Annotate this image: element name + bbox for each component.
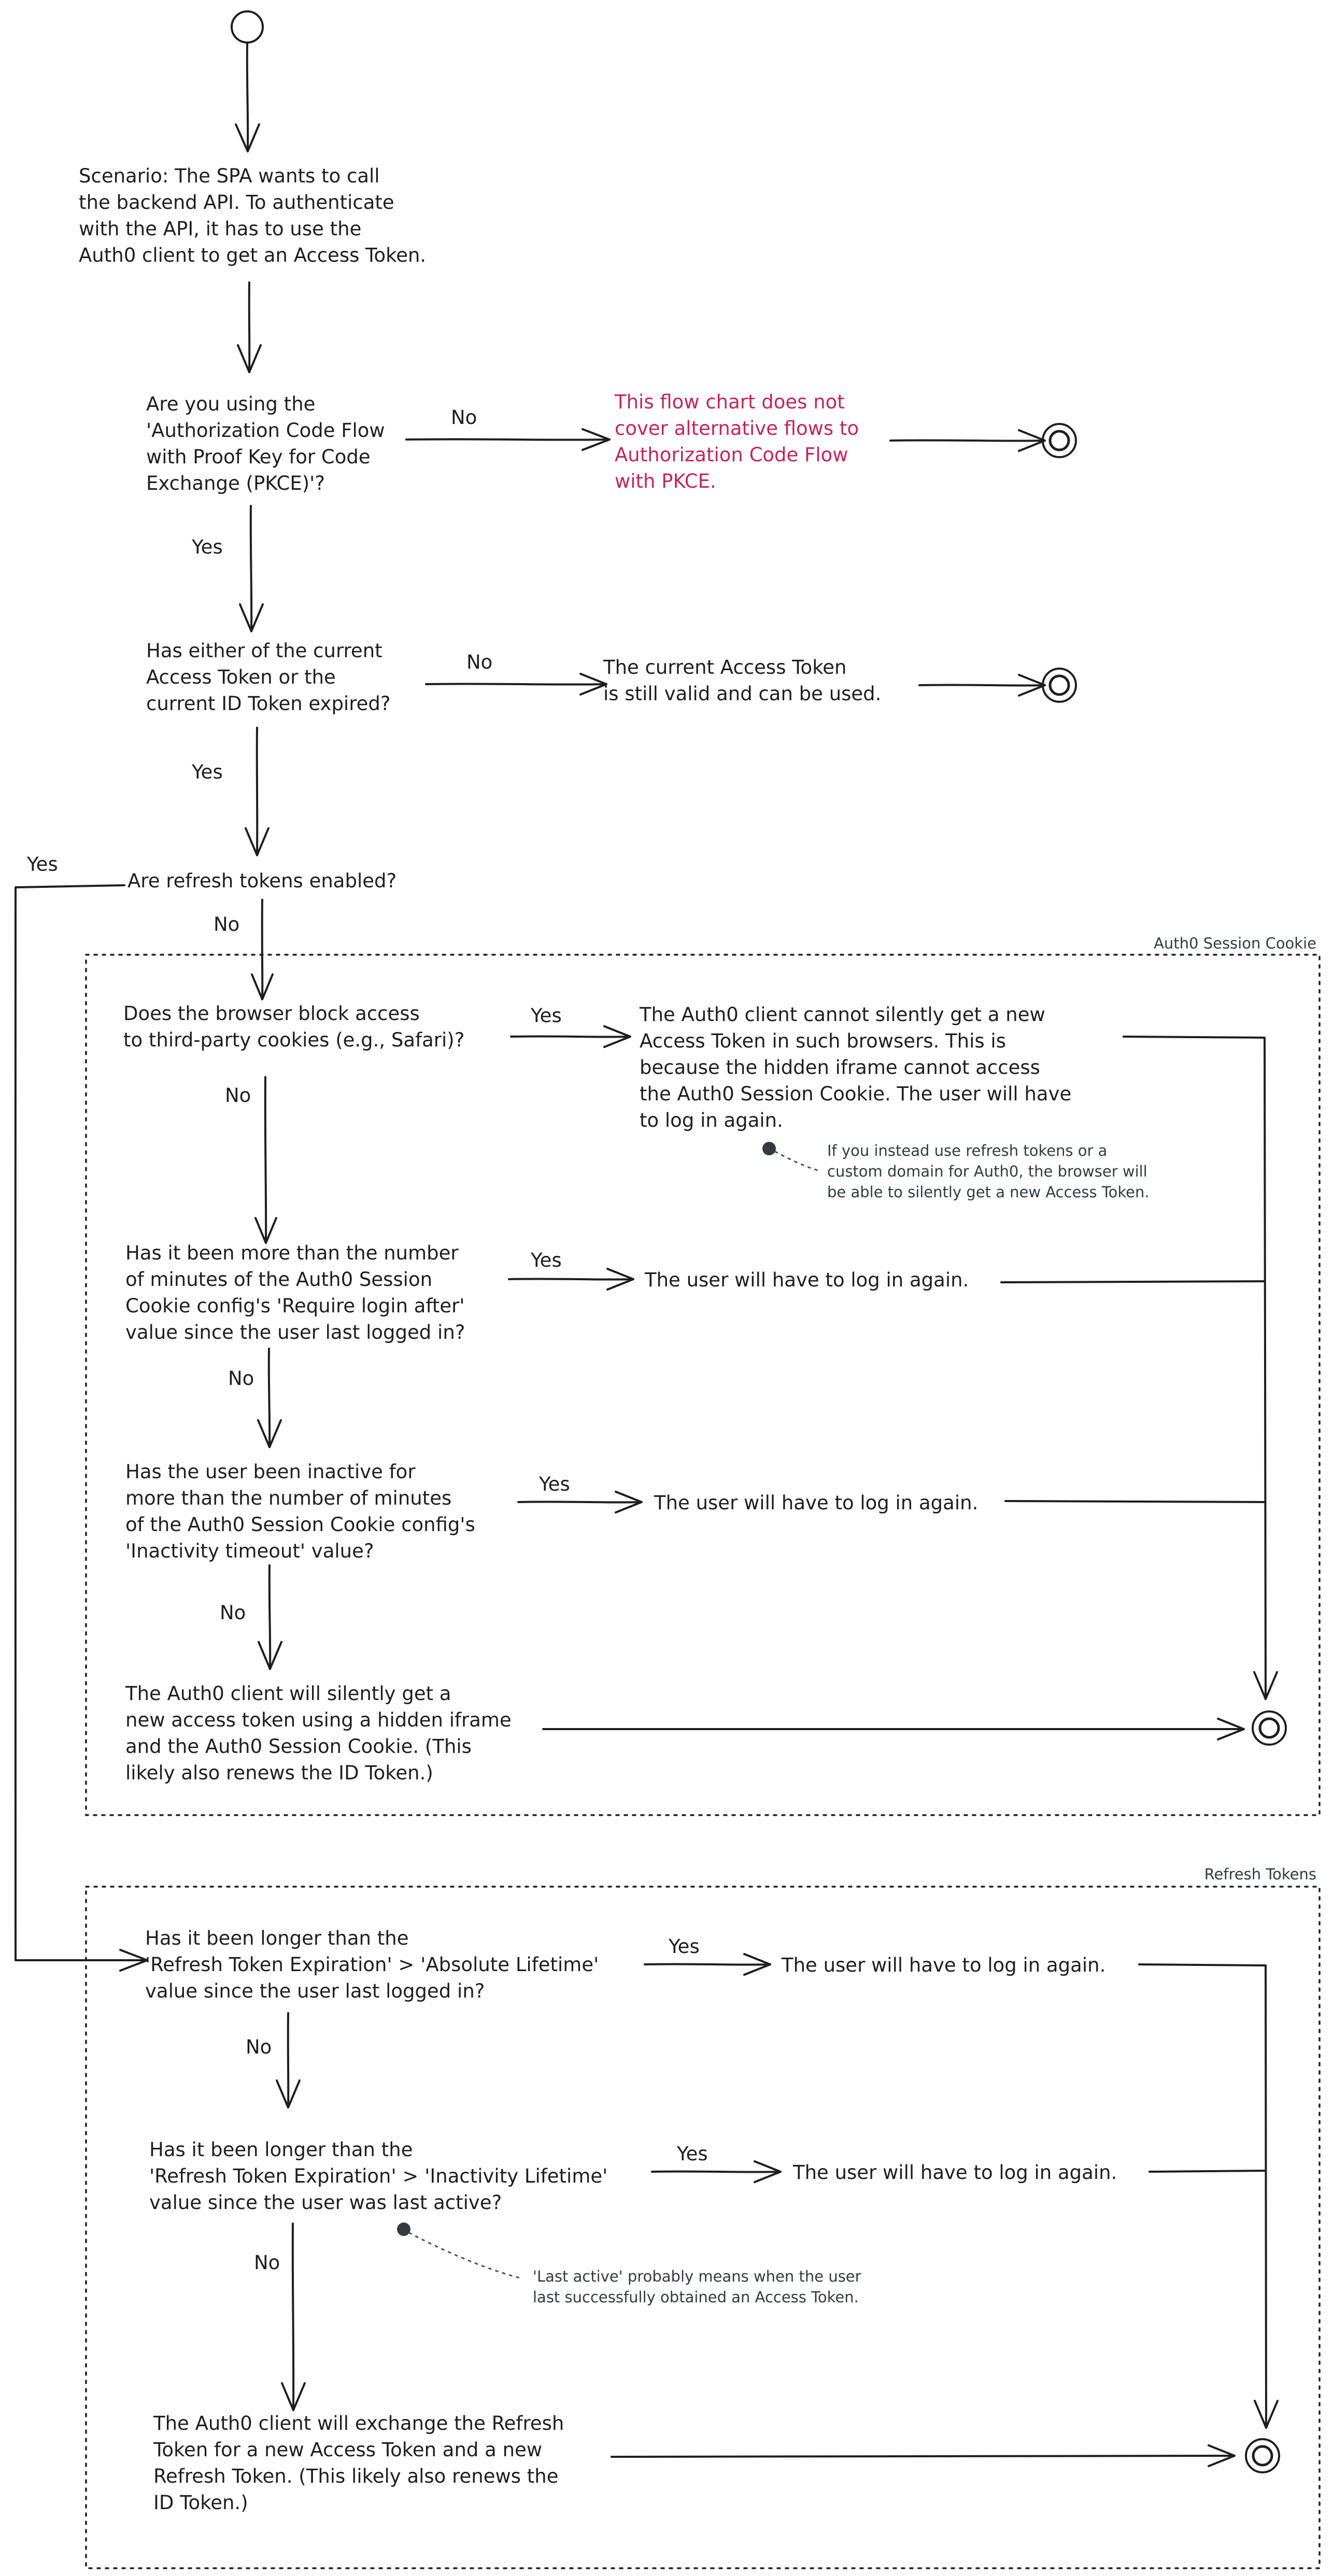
edges: No Yes No Yes No Yes Yes No Yes No	[14, 43, 1279, 2467]
question-absolute-lifetime: Has it been longer than the 'Refresh Tok…	[145, 1927, 605, 2002]
edge-label-yes: Yes	[530, 1249, 562, 1271]
note-anchor-dot	[397, 2223, 410, 2236]
arrowhead	[251, 973, 274, 1000]
arrowhead	[754, 2160, 782, 2183]
note-refresh-tokens: If you instead use refresh tokens or a c…	[827, 1142, 1152, 1201]
arrowhead	[257, 1419, 282, 1448]
arrowhead	[281, 2382, 306, 2411]
question-inactivity-lifetime: Has it been longer than the 'Refresh Tok…	[149, 2139, 614, 2214]
edge-scenario-pkce	[248, 281, 251, 373]
arrowhead	[237, 344, 262, 373]
edge-notcovered-end	[889, 439, 1046, 442]
login-again-text: The user will have to log in again.	[792, 2161, 1117, 2184]
edge-login-again-1	[1000, 1280, 1266, 1283]
edge-inactlife-yes	[651, 2170, 782, 2173]
arrowhead	[582, 428, 611, 451]
question-token-expired: Has either of the current Access Token o…	[146, 640, 391, 715]
arrowhead	[1217, 1718, 1245, 1740]
region-refresh-tokens-label: Refresh Tokens	[1204, 1865, 1316, 1883]
arrowhead	[254, 1217, 277, 1244]
not-covered-text: This flow chart does not cover alternati…	[614, 391, 865, 492]
question-pkce: Are you using the 'Authorization Code Fl…	[146, 393, 391, 494]
question-inactivity-timeout: Has the user been inactive for more than…	[125, 1461, 481, 1562]
edge-pkce-no	[405, 438, 611, 441]
edge-right-collector	[1123, 1036, 1267, 1700]
region-auth0-session-cookie	[85, 954, 1321, 1816]
arrowhead	[1254, 2400, 1279, 2429]
edge-label-no: No	[220, 1602, 246, 1624]
arrowhead	[276, 2079, 301, 2108]
edge-start-scenario	[246, 43, 249, 152]
scenario-text: Scenario: The SPA wants to call the back…	[79, 165, 426, 266]
edge-silent-end	[542, 1728, 1245, 1731]
note-connector	[774, 1151, 823, 1172]
note-last-active: 'Last active' probably means when the us…	[533, 2268, 866, 2306]
edge-refresh-no	[261, 899, 264, 1000]
start-node	[231, 10, 264, 44]
edge-thirdparty-yes	[510, 1035, 631, 1038]
question-third-party-cookies: Does the browser block access to third-p…	[123, 1002, 464, 1051]
arrowhead	[606, 1268, 634, 1291]
arrowhead	[743, 1953, 771, 1976]
arrowhead	[1018, 674, 1046, 697]
edge-label-no: No	[254, 2252, 280, 2274]
arrowhead	[239, 603, 264, 632]
edge-requirelogin-no	[267, 1348, 271, 1448]
arrowhead	[119, 1949, 148, 1972]
edge-thirdparty-no	[264, 1076, 267, 1244]
edge-label-no: No	[246, 2036, 272, 2058]
note-anchor-dot	[762, 1142, 776, 1155]
edge-label-yes: Yes	[191, 761, 223, 783]
edge-label-yes: Yes	[26, 853, 58, 875]
edge-label-yes: Yes	[530, 1004, 562, 1027]
arrowhead	[615, 1491, 643, 1513]
edge-label-no: No	[451, 406, 477, 429]
login-again-text: The user will have to log in again.	[644, 1269, 969, 1291]
question-refresh-enabled: Are refresh tokens enabled?	[127, 870, 396, 892]
arrowhead	[579, 673, 607, 696]
edge-absolute-no	[287, 2012, 290, 2108]
edge-label-yes: Yes	[668, 1935, 700, 1958]
edge-label-yes: Yes	[191, 536, 223, 558]
edge-expired-yes	[256, 727, 259, 856]
end-node	[1042, 668, 1077, 703]
still-valid-text: The current Access Token is still valid …	[603, 656, 881, 705]
arrowhead	[245, 827, 270, 856]
end-node	[1245, 2438, 1280, 2473]
arrowhead	[1208, 2444, 1236, 2467]
cannot-silently-text: The Auth0 client cannot silently get a n…	[639, 1003, 1077, 1131]
exchange-text: The Auth0 client will exchange the Refre…	[153, 2412, 570, 2514]
arrowhead	[258, 1641, 282, 1670]
arrowhead	[603, 1025, 631, 1048]
edge-refresh-right-collector	[1138, 1963, 1267, 2429]
login-again-text: The user will have to log in again.	[654, 1492, 978, 1514]
silent-iframe-text: The Auth0 client will silently get a new…	[125, 1682, 517, 1784]
edge-label-no: No	[466, 651, 492, 673]
edge-exchange-end	[611, 2455, 1236, 2458]
end-node	[1252, 1710, 1287, 1746]
edge-refresh-yes	[14, 884, 148, 1961]
arrowhead	[235, 123, 260, 152]
arrowhead	[1253, 1671, 1278, 1700]
end-node	[1042, 423, 1077, 458]
question-require-login: Has it been more than the number of minu…	[125, 1242, 471, 1343]
arrowhead	[1018, 429, 1046, 452]
edge-label-yes: Yes	[538, 1473, 570, 1495]
edge-label-no: No	[225, 1084, 251, 1107]
region-auth0-session-cookie-label: Auth0 Session Cookie	[1154, 935, 1316, 952]
edge-label-no: No	[214, 913, 239, 936]
region-refresh-tokens	[85, 1886, 1321, 2569]
edge-login-again-4	[1148, 2170, 1267, 2173]
edge-login-again-2	[1004, 1500, 1266, 1503]
note-connector	[408, 2232, 523, 2280]
edge-label-no: No	[228, 1367, 254, 1390]
login-again-text: The user will have to log in again.	[781, 1954, 1105, 1976]
edge-label-yes: Yes	[676, 2143, 708, 2165]
